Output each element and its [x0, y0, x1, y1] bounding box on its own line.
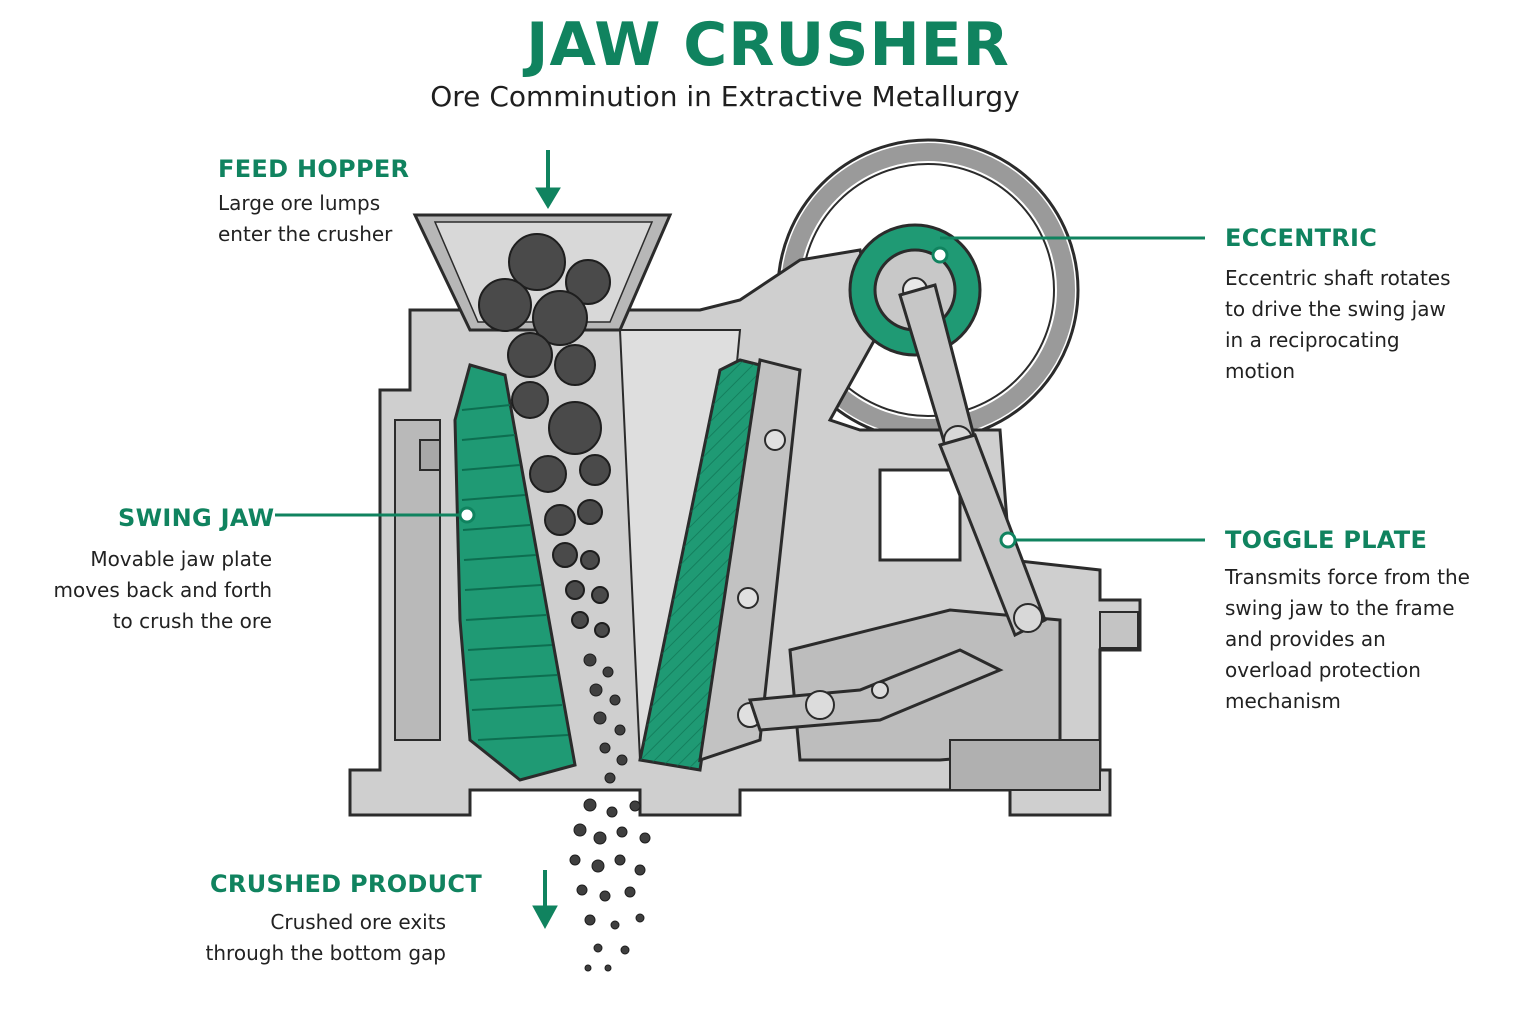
ore-lumps	[478, 233, 611, 638]
swing-jaw-line: to crush the ore	[112, 609, 272, 633]
feed-hopper-line: Large ore lumps	[218, 191, 381, 215]
feed-hopper-heading: FEED HOPPER	[218, 155, 410, 183]
page-title: JAW CRUSHER	[526, 10, 1010, 80]
toggle-linkage	[747, 648, 1004, 732]
eccentric-line: in a reciprocating	[1225, 328, 1400, 352]
down-arrow-icon	[535, 150, 561, 209]
toggle-plate	[937, 433, 1047, 638]
page-subtitle: Ore Comminution in Extractive Metallurgy	[430, 80, 1020, 113]
crushed-particles	[569, 653, 651, 972]
toggle-plate-line: swing jaw to the frame	[1225, 596, 1455, 620]
crushed-product-line: through the bottom gap	[205, 941, 446, 965]
crushed-product-line: Crushed ore exits	[270, 910, 446, 934]
swing-jaw-heading: SWING JAW	[118, 504, 275, 532]
crushed-product-heading: CRUSHED PRODUCT	[210, 870, 482, 898]
callout-dot	[458, 246, 1017, 549]
swing-jaw-plate	[453, 363, 577, 782]
eccentric-line: motion	[1225, 359, 1296, 383]
swing-jaw-description: Movable jaw plate moves back and forth t…	[40, 544, 272, 637]
down-arrow-icon	[532, 870, 558, 930]
eccentric-line: to drive the swing jaw	[1225, 297, 1446, 321]
eccentric-description: Eccentric shaft rotates to drive the swi…	[1225, 263, 1451, 387]
swing-jaw-line: Movable jaw plate	[90, 547, 272, 571]
toggle-plate-heading: TOGGLE PLATE	[1225, 526, 1428, 554]
crushed-product-description: Crushed ore exits through the bottom gap	[190, 907, 446, 969]
feed-hopper-line: enter the crusher	[218, 222, 393, 246]
swing-jaw-line: moves back and forth	[53, 578, 272, 602]
toggle-plate-line: and provides an	[1225, 627, 1386, 651]
eccentric-line: Eccentric shaft rotates	[1225, 266, 1451, 290]
eccentric-heading: ECCENTRIC	[1225, 224, 1378, 252]
fixed-jaw-plate	[638, 358, 762, 772]
toggle-plate-line: Transmits force from the	[1225, 565, 1470, 589]
leader-line	[275, 236, 1205, 542]
toggle-plate-description: Transmits force from the swing jaw to th…	[1225, 562, 1470, 717]
toggle-plate-line: mechanism	[1225, 689, 1341, 713]
toggle-plate-line: overload protection	[1225, 658, 1421, 682]
feed-hopper-description: Large ore lumps enter the crusher	[218, 188, 392, 250]
